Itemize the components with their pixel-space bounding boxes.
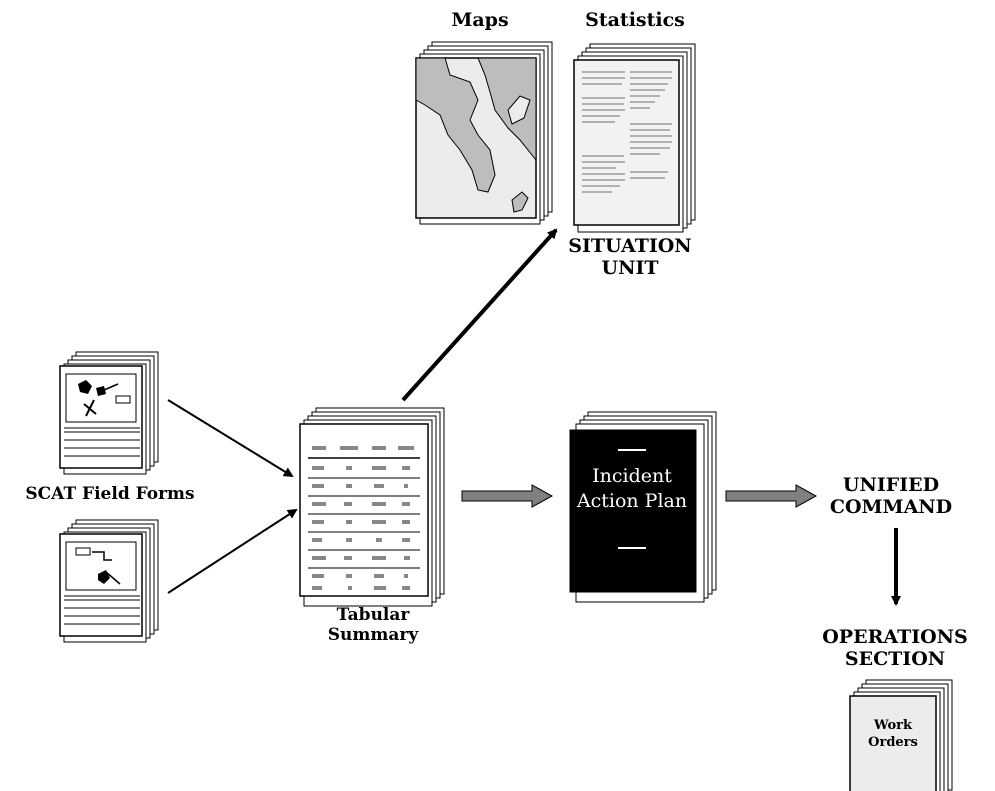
tabular-summary-label: Tabular Summary [327,605,419,645]
maps-label: Maps [451,9,509,31]
maps-document-stack [415,41,553,225]
gray-arrow-summary-to-iap [461,484,554,508]
arrow-forms-bottom-to-summary [167,508,298,594]
work-orders-stack [849,679,953,791]
statistics-text-lines [582,71,672,193]
scat-field-form-bottom [59,519,159,643]
map-illustration [415,57,537,213]
gray-arrow-iap-to-command [725,484,818,508]
operations-section-label: OPERATIONS SECTION [822,626,968,670]
arrow-forms-top-to-summary [167,399,294,478]
scat-field-forms-label: SCAT Field Forms [25,484,195,504]
incident-action-plan-stack [569,411,717,603]
arrow-summary-to-situation-unit [401,228,558,402]
situation-unit-label: SITUATION UNIT [568,235,692,279]
statistics-document-stack [573,43,696,233]
summary-table-rows [308,446,420,590]
scat-field-form-top [59,351,159,475]
statistics-label: Statistics [585,9,685,31]
tabular-summary-stack [299,407,445,607]
work-orders-label: Work Orders [868,718,918,750]
incident-action-plan-label: Incident Action Plan [576,465,688,512]
unified-command-label: UNIFIED COMMAND [829,474,953,518]
